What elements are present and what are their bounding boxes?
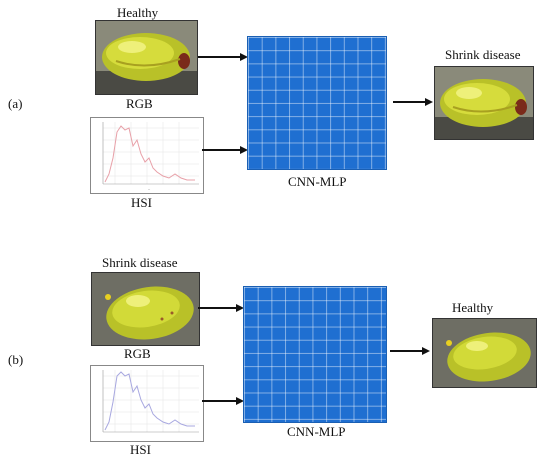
- fruit-photo-icon: [96, 21, 197, 94]
- panel-b-model-label: CNN-MLP: [287, 424, 346, 439]
- panel-a-hsi-spectrum: ~: [90, 117, 204, 194]
- fruit-photo-icon: [435, 67, 533, 139]
- svg-text:~: ~: [148, 187, 151, 192]
- panel-a-rgb-label: RGB: [126, 96, 153, 111]
- panel-a-cnn-mlp-network: [247, 36, 387, 170]
- panel-b-arrow-rgb: [198, 304, 244, 312]
- panel-a-arrow-hsi: [202, 146, 248, 154]
- panel-b-tag: (b): [8, 352, 24, 367]
- fruit-photo-icon: [92, 273, 199, 345]
- panel-a-arrow-output: [393, 98, 433, 106]
- panel-b-input-label: Shrink disease: [102, 255, 178, 270]
- panel-a-rgb-image: [95, 20, 198, 95]
- panel-a-arrow-rgb: [198, 53, 248, 61]
- panel-b-rgb-label: RGB: [124, 346, 151, 361]
- panel-b-cnn-mlp-network: [243, 286, 387, 423]
- panel-b-hsi-spectrum: [90, 365, 204, 442]
- spectrum-plot-icon: [102, 370, 199, 433]
- panel-b-output-image: [432, 318, 537, 388]
- panel-b-hsi-label: HSI: [130, 442, 151, 457]
- panel-b-rgb-image: [91, 272, 200, 346]
- panel-b-output-label: Healthy: [452, 300, 494, 315]
- panel-a-model-label: CNN-MLP: [288, 174, 347, 189]
- panel-a-tag: (a): [8, 96, 23, 111]
- panel-a-hsi-label: HSI: [131, 195, 152, 210]
- spectrum-plot-icon: ~: [102, 122, 199, 192]
- panel-a-output-label: Shrink disease: [445, 47, 521, 62]
- fruit-photo-icon: [433, 319, 536, 387]
- panel-b-arrow-output: [390, 347, 430, 355]
- panel-a-input-label: Healthy: [117, 5, 159, 20]
- panel-a-output-image: [434, 66, 534, 140]
- panel-b-arrow-hsi: [202, 397, 244, 405]
